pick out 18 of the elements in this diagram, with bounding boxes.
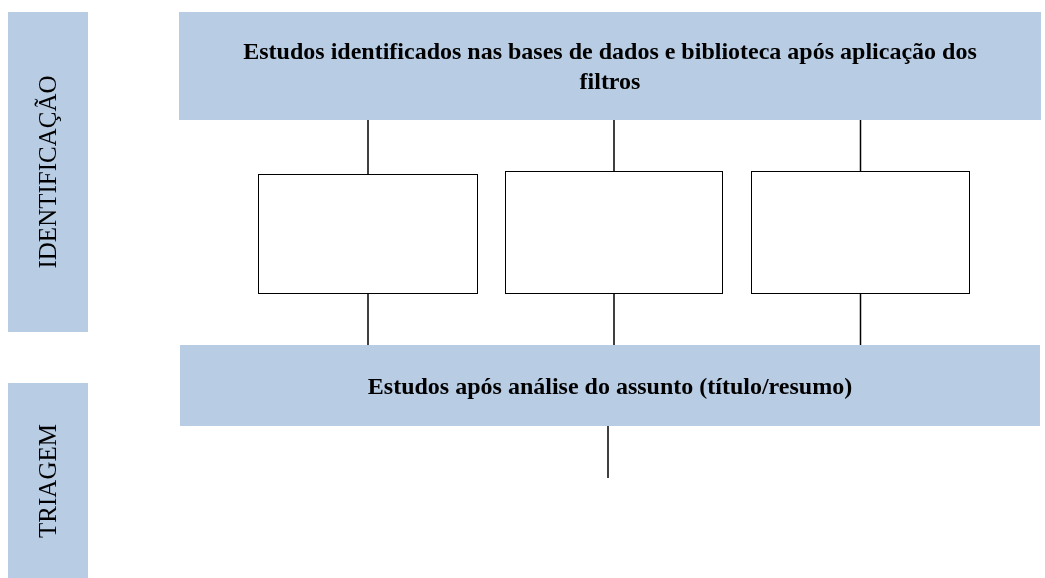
empty-box [258,174,478,294]
connector-line [613,293,615,346]
phase-band [8,383,88,578]
phase-band [8,12,88,332]
connector-line [367,293,369,346]
phase-label: IDENTIFICAÇÃO [34,75,62,269]
empty-box [751,171,970,294]
phase-label: TRIAGEM [34,423,62,538]
connector-line [607,425,609,479]
process-box [179,12,1041,120]
connector-line [859,119,862,172]
connector-line [367,119,369,175]
empty-box [505,171,723,294]
connector-line [613,119,615,172]
box-text: Estudos identificados nas bases de dados e biblioteca após aplicação dos filtros [242,37,978,96]
process-box [180,345,1040,426]
connector-line [859,293,862,346]
box-text: Estudos após análise do assunto (título/resumo) [367,371,853,401]
